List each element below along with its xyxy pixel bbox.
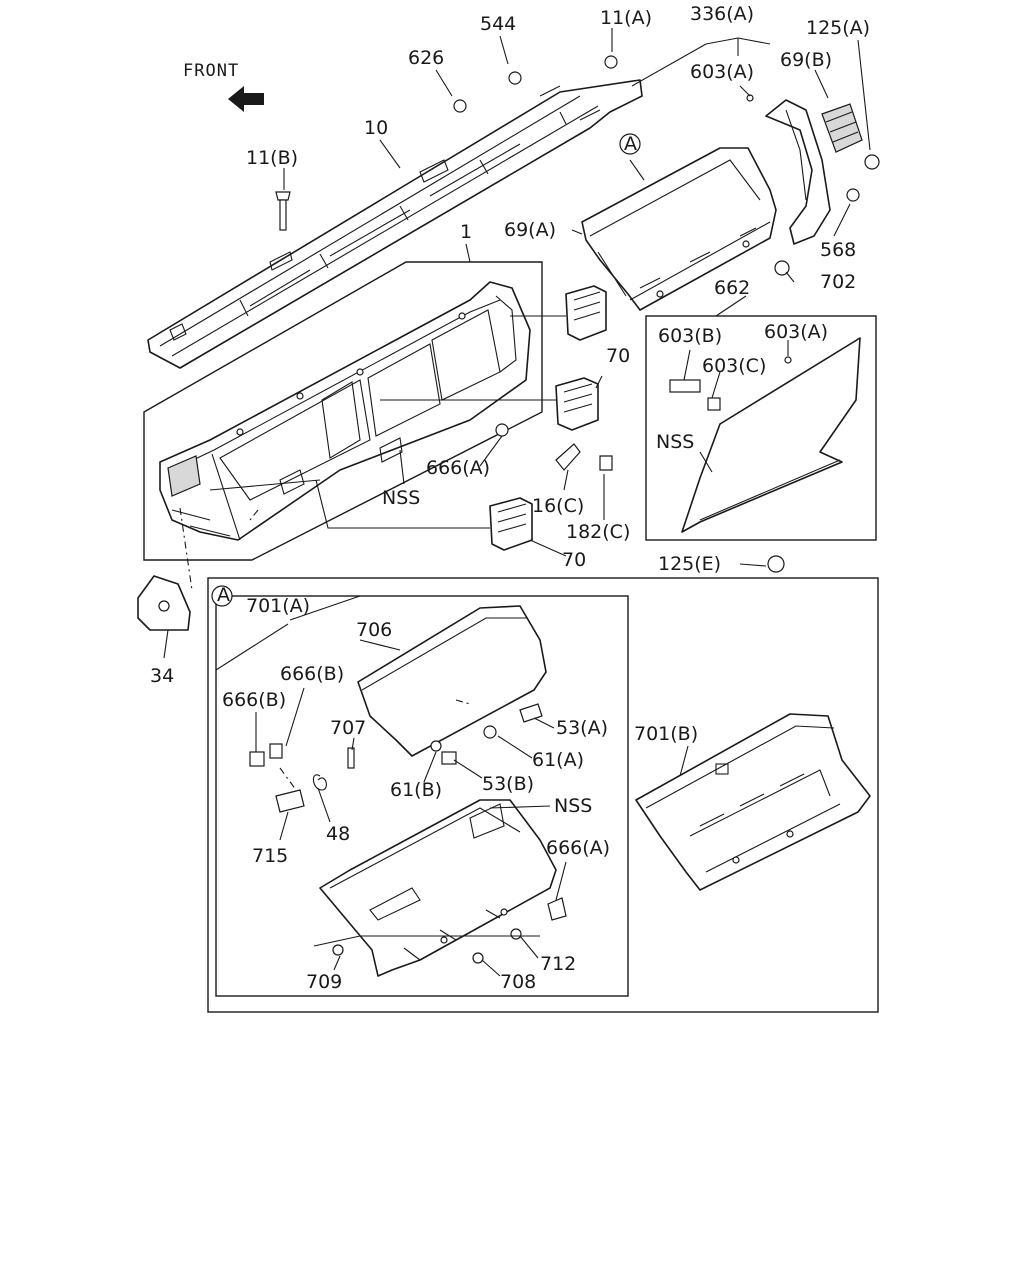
callout-48: 48 (326, 823, 350, 845)
callout-69a: 69(A) (504, 219, 556, 241)
callout-712: 712 (540, 953, 576, 975)
callout-544: 544 (480, 13, 516, 35)
glove-box-inner-nss (319, 799, 557, 977)
callout-nss-main: NSS (382, 487, 420, 509)
vent-part-70-lower (489, 497, 533, 551)
callout-626: 626 (408, 47, 444, 69)
callout-53a: 53(A) (556, 717, 608, 739)
callout-70-upper: 70 (606, 345, 630, 367)
callout-70-lower: 70 (562, 549, 586, 571)
callout-125a: 125(A) (806, 17, 870, 39)
callout-336a: 336(A) (690, 3, 754, 25)
callout-603a-top: 603(A) (690, 61, 754, 83)
callout-701a: 701(A) (246, 595, 310, 617)
callout-709: 709 (306, 971, 342, 993)
callout-10: 10 (364, 117, 388, 139)
callout-666a-sub: 666(A) (546, 837, 610, 859)
lower-cover-box-662 (645, 315, 877, 541)
callout-11b: 11(B) (246, 147, 298, 169)
callout-568: 568 (820, 239, 856, 261)
callout-707: 707 (330, 717, 366, 739)
callout-nss-right: NSS (656, 431, 694, 453)
front-label: FRONT (183, 61, 239, 81)
detail-a-fasteners (249, 703, 567, 964)
circle-a-top-icon (619, 133, 641, 155)
callout-circle-a-top: A (624, 133, 637, 155)
main-panel-frame (143, 261, 543, 561)
fastener-icons (275, 55, 880, 573)
callout-715: 715 (252, 845, 288, 867)
callout-53b: 53(B) (482, 773, 534, 795)
front-arrow-icon (228, 86, 264, 112)
callout-603c: 603(C) (702, 355, 766, 377)
callout-circle-a-sub: A (217, 584, 230, 606)
leader-lines-top (163, 28, 871, 659)
callout-708: 708 (500, 971, 536, 993)
circle-a-sub-icon (211, 585, 233, 607)
instrument-panel-part-1 (159, 281, 531, 541)
callout-34: 34 (150, 665, 174, 687)
glove-box-assembly-top (581, 147, 777, 311)
callout-16c: 16(C) (532, 495, 584, 517)
callout-662: 662 (714, 277, 750, 299)
front-direction-indicator: FRONT (183, 61, 264, 112)
lower-cover-nss (681, 337, 861, 533)
vent-part-70-upper (555, 377, 599, 431)
detail-a-outer-frame (207, 577, 879, 1013)
callout-labels: 544 11(A) 336(A) 125(A) 626 603(A) 69(B)… (150, 3, 870, 993)
callout-nss-sub: NSS (554, 795, 592, 817)
side-panel-part-336a (765, 99, 863, 245)
vent-part-69a (565, 285, 607, 341)
upper-panel-part-10 (147, 79, 643, 369)
callout-702: 702 (820, 271, 856, 293)
callout-61b: 61(B) (390, 779, 442, 801)
callout-603a-box: 603(A) (764, 321, 828, 343)
callout-1: 1 (460, 221, 472, 243)
callout-701b: 701(B) (634, 723, 698, 745)
glove-box-lid-706 (357, 605, 547, 757)
callout-182c: 182(C) (566, 521, 630, 543)
callout-666b-1: 666(B) (280, 663, 344, 685)
leader-lines-detail-a (215, 595, 689, 977)
callout-666a-main: 666(A) (426, 457, 490, 479)
callout-69b: 69(B) (780, 49, 832, 71)
glove-box-part-701b (635, 713, 871, 891)
callout-603b: 603(B) (658, 325, 722, 347)
callout-666b-2: 666(B) (222, 689, 286, 711)
callout-706: 706 (356, 619, 392, 641)
callout-125e: 125(E) (658, 553, 721, 575)
callout-61a: 61(A) (532, 749, 584, 771)
detail-a-inner-frame (215, 595, 629, 997)
side-cover-part-34 (137, 575, 191, 631)
callout-11a: 11(A) (600, 7, 652, 29)
